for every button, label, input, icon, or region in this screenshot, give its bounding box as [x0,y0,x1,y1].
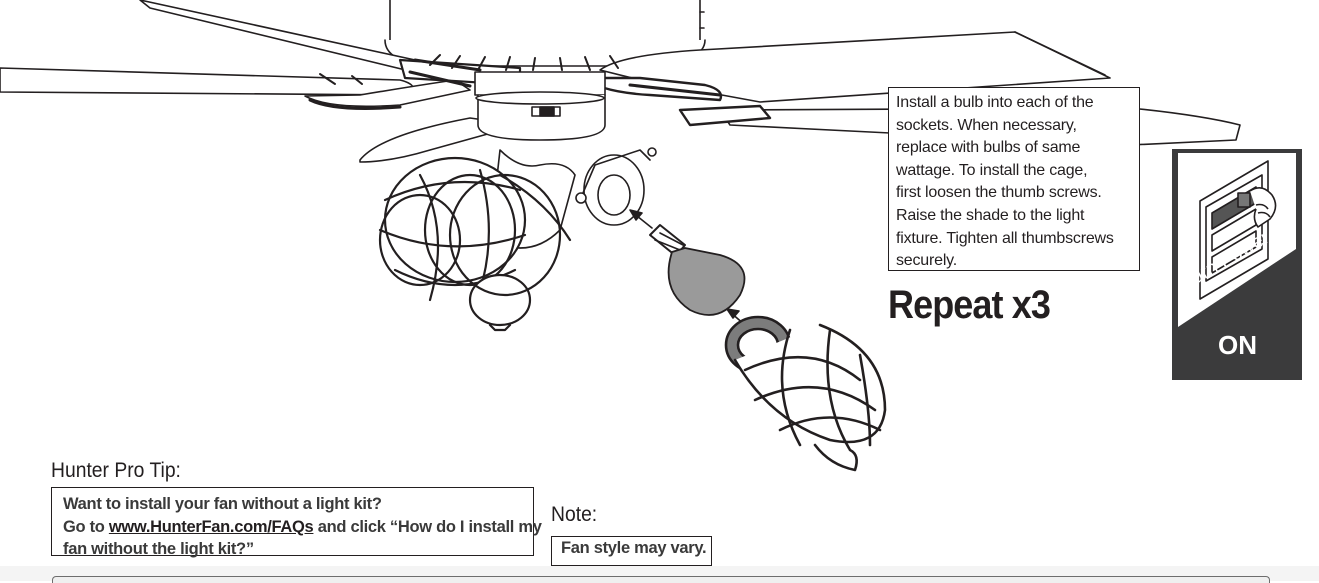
cage-shade-icon [724,315,887,472]
instruction-line: securely. [896,252,958,270]
repeat-label: Repeat x3 [888,283,1051,327]
pro-tip-question: Want to install your fan without a light… [63,495,382,513]
ceiling-fan-icon [0,0,1241,332]
footer-rule [52,576,1270,583]
instruction-line: fixture. Tighten all thumbscrews [896,229,1114,247]
note-title: Note: [551,503,598,526]
wall-switch-hand-icon [1178,153,1296,327]
instruction-line: first loosen the thumb screws. [896,184,1102,202]
pro-tip-go-to: Go to [63,517,109,536]
pro-tip-title: Hunter Pro Tip: [51,459,181,482]
pro-tip-line3: fan without the light kit?” [63,540,254,558]
instruction-line: Install a bulb into each of the [896,94,1094,111]
instruction-line: replace with bulbs of same [896,139,1081,157]
note-box: Fan style may vary. [551,536,712,566]
pro-tip-line2: Go to www.HunterFan.com/FAQs and click “… [63,516,542,539]
instruction-line: Raise the shade to the light [896,206,1085,224]
instruction-box: Install a bulb into each of the sockets.… [888,87,1140,271]
faq-link[interactable]: www.HunterFan.com/FAQs [108,517,314,536]
light-bulb-icon [649,224,746,316]
pro-tip-box: Want to install your fan without a light… [51,487,542,558]
instruction-line: wattage. To install the cage, [896,161,1088,179]
power-on-label: ON [1218,330,1257,360]
instruction-line: sockets. When necessary, [896,116,1077,134]
pro-tip-click-text: and click “How do I install my [313,517,542,536]
